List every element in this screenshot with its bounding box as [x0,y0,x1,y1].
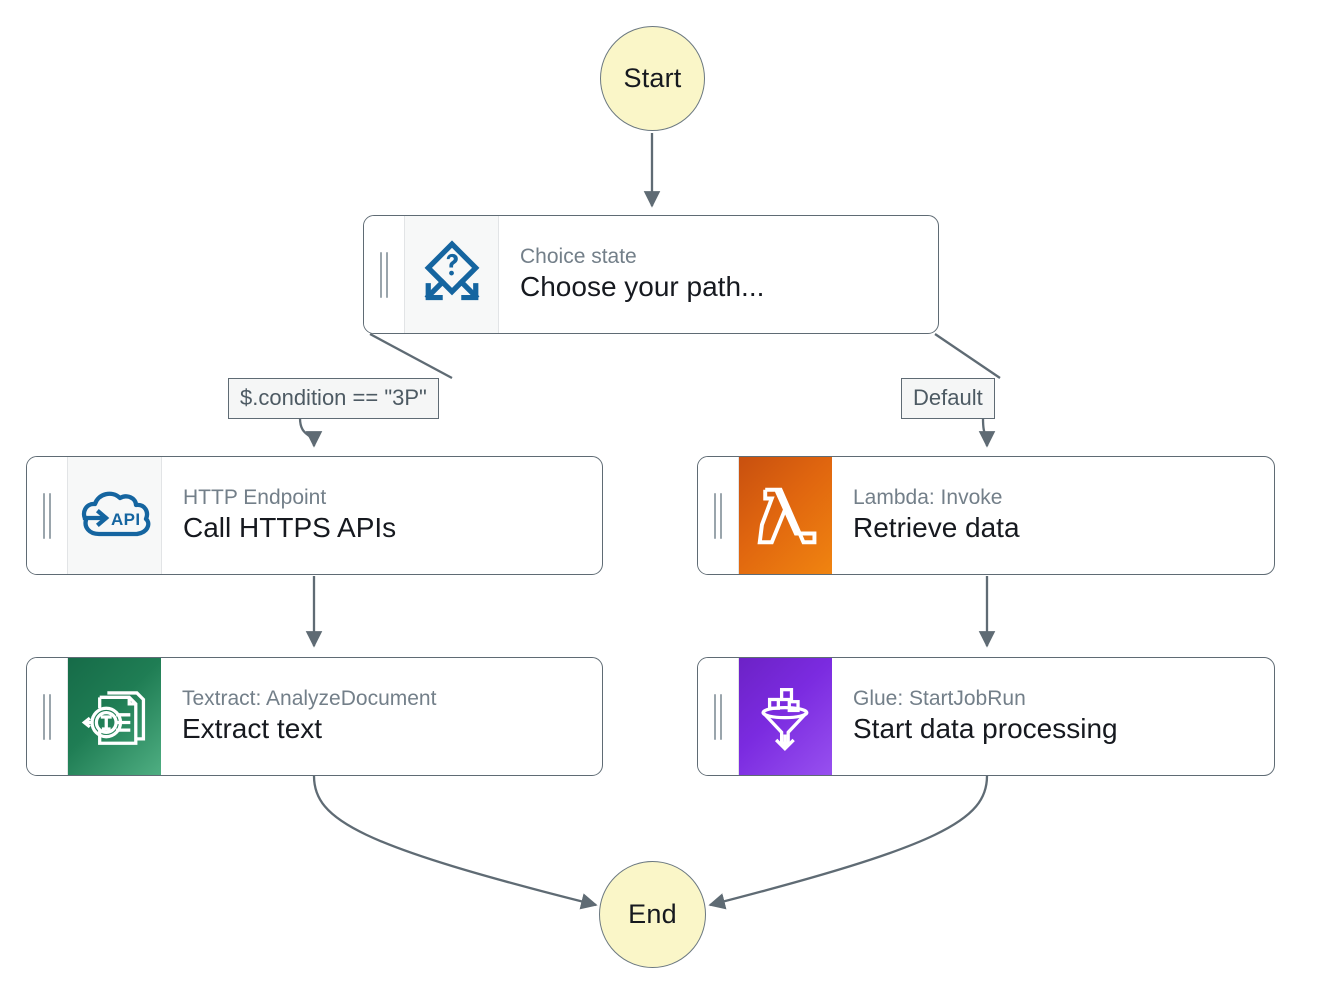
state-card-labels: HTTP Endpoint Call HTTPS APIs [162,457,602,574]
state-card-labels: Choice state Choose your path... [499,216,938,333]
aws-textract-document-icon [68,658,161,775]
start-node[interactable]: Start [600,26,705,131]
end-node[interactable]: End [599,861,706,968]
edge-right-label-to-lambda [978,417,996,448]
edge-left-label-to-http [298,417,323,448]
drag-handle-bar [379,251,382,298]
state-card-labels: Lambda: Invoke Retrieve data [832,457,1274,574]
aws-lambda-icon [739,457,832,574]
state-card-labels: Textract: AnalyzeDocument Extract text [161,658,602,775]
cloud-api-arrow-icon: API [68,457,162,574]
state-card-lambda-invoke[interactable]: Lambda: Invoke Retrieve data [697,456,1275,575]
drag-handle-bar [386,251,389,298]
state-title: Call HTTPS APIs [183,512,397,544]
drag-handle[interactable] [364,216,405,333]
state-title: Retrieve data [853,512,1020,544]
state-card-http-endpoint[interactable]: API HTTP Endpoint Call HTTPS APIs [26,456,603,575]
drag-handle-bar [49,492,52,539]
edge-glue-to-end [708,775,989,910]
state-title: Start data processing [853,713,1118,745]
edge-choice-to-right-label [934,333,1001,379]
state-card-glue-startjobrun[interactable]: Glue: StartJobRun Start data processing [697,657,1275,776]
edge-label-right-branch[interactable]: Default [901,378,995,419]
drag-handle[interactable] [27,658,68,775]
state-card-choice[interactable]: Choice state Choose your path... [363,215,939,334]
drag-handle[interactable] [27,457,68,574]
drag-handle-bar [42,492,45,539]
drag-handle[interactable] [698,457,739,574]
state-subtitle: Lambda: Invoke [853,485,1003,509]
drag-handle-bar [720,492,723,539]
drag-handle-bar [49,693,52,740]
state-subtitle: Textract: AnalyzeDocument [182,686,437,710]
aws-glue-funnel-icon [739,658,832,775]
drag-handle-bar [713,492,716,539]
state-card-textract-analyzedocument[interactable]: Textract: AnalyzeDocument Extract text [26,657,603,776]
drag-handle-bar [720,693,723,740]
edge-label-left-branch[interactable]: $.condition == "3P" [228,378,439,419]
drag-handle[interactable] [698,658,739,775]
state-title: Choose your path... [520,271,765,303]
drag-handle-bar [713,693,716,740]
svg-text:API: API [111,510,141,529]
choice-diamond-question-icon [405,216,499,333]
drag-handle-bar [42,693,45,740]
state-card-labels: Glue: StartJobRun Start data processing [832,658,1274,775]
state-subtitle: HTTP Endpoint [183,485,327,509]
start-node-label: Start [623,63,682,93]
state-subtitle: Glue: StartJobRun [853,686,1026,710]
state-subtitle: Choice state [520,244,637,268]
edge-textract-to-end [312,775,598,910]
end-node-label: End [628,899,677,929]
state-title: Extract text [182,713,323,745]
edge-choice-to-left-label [369,332,453,380]
